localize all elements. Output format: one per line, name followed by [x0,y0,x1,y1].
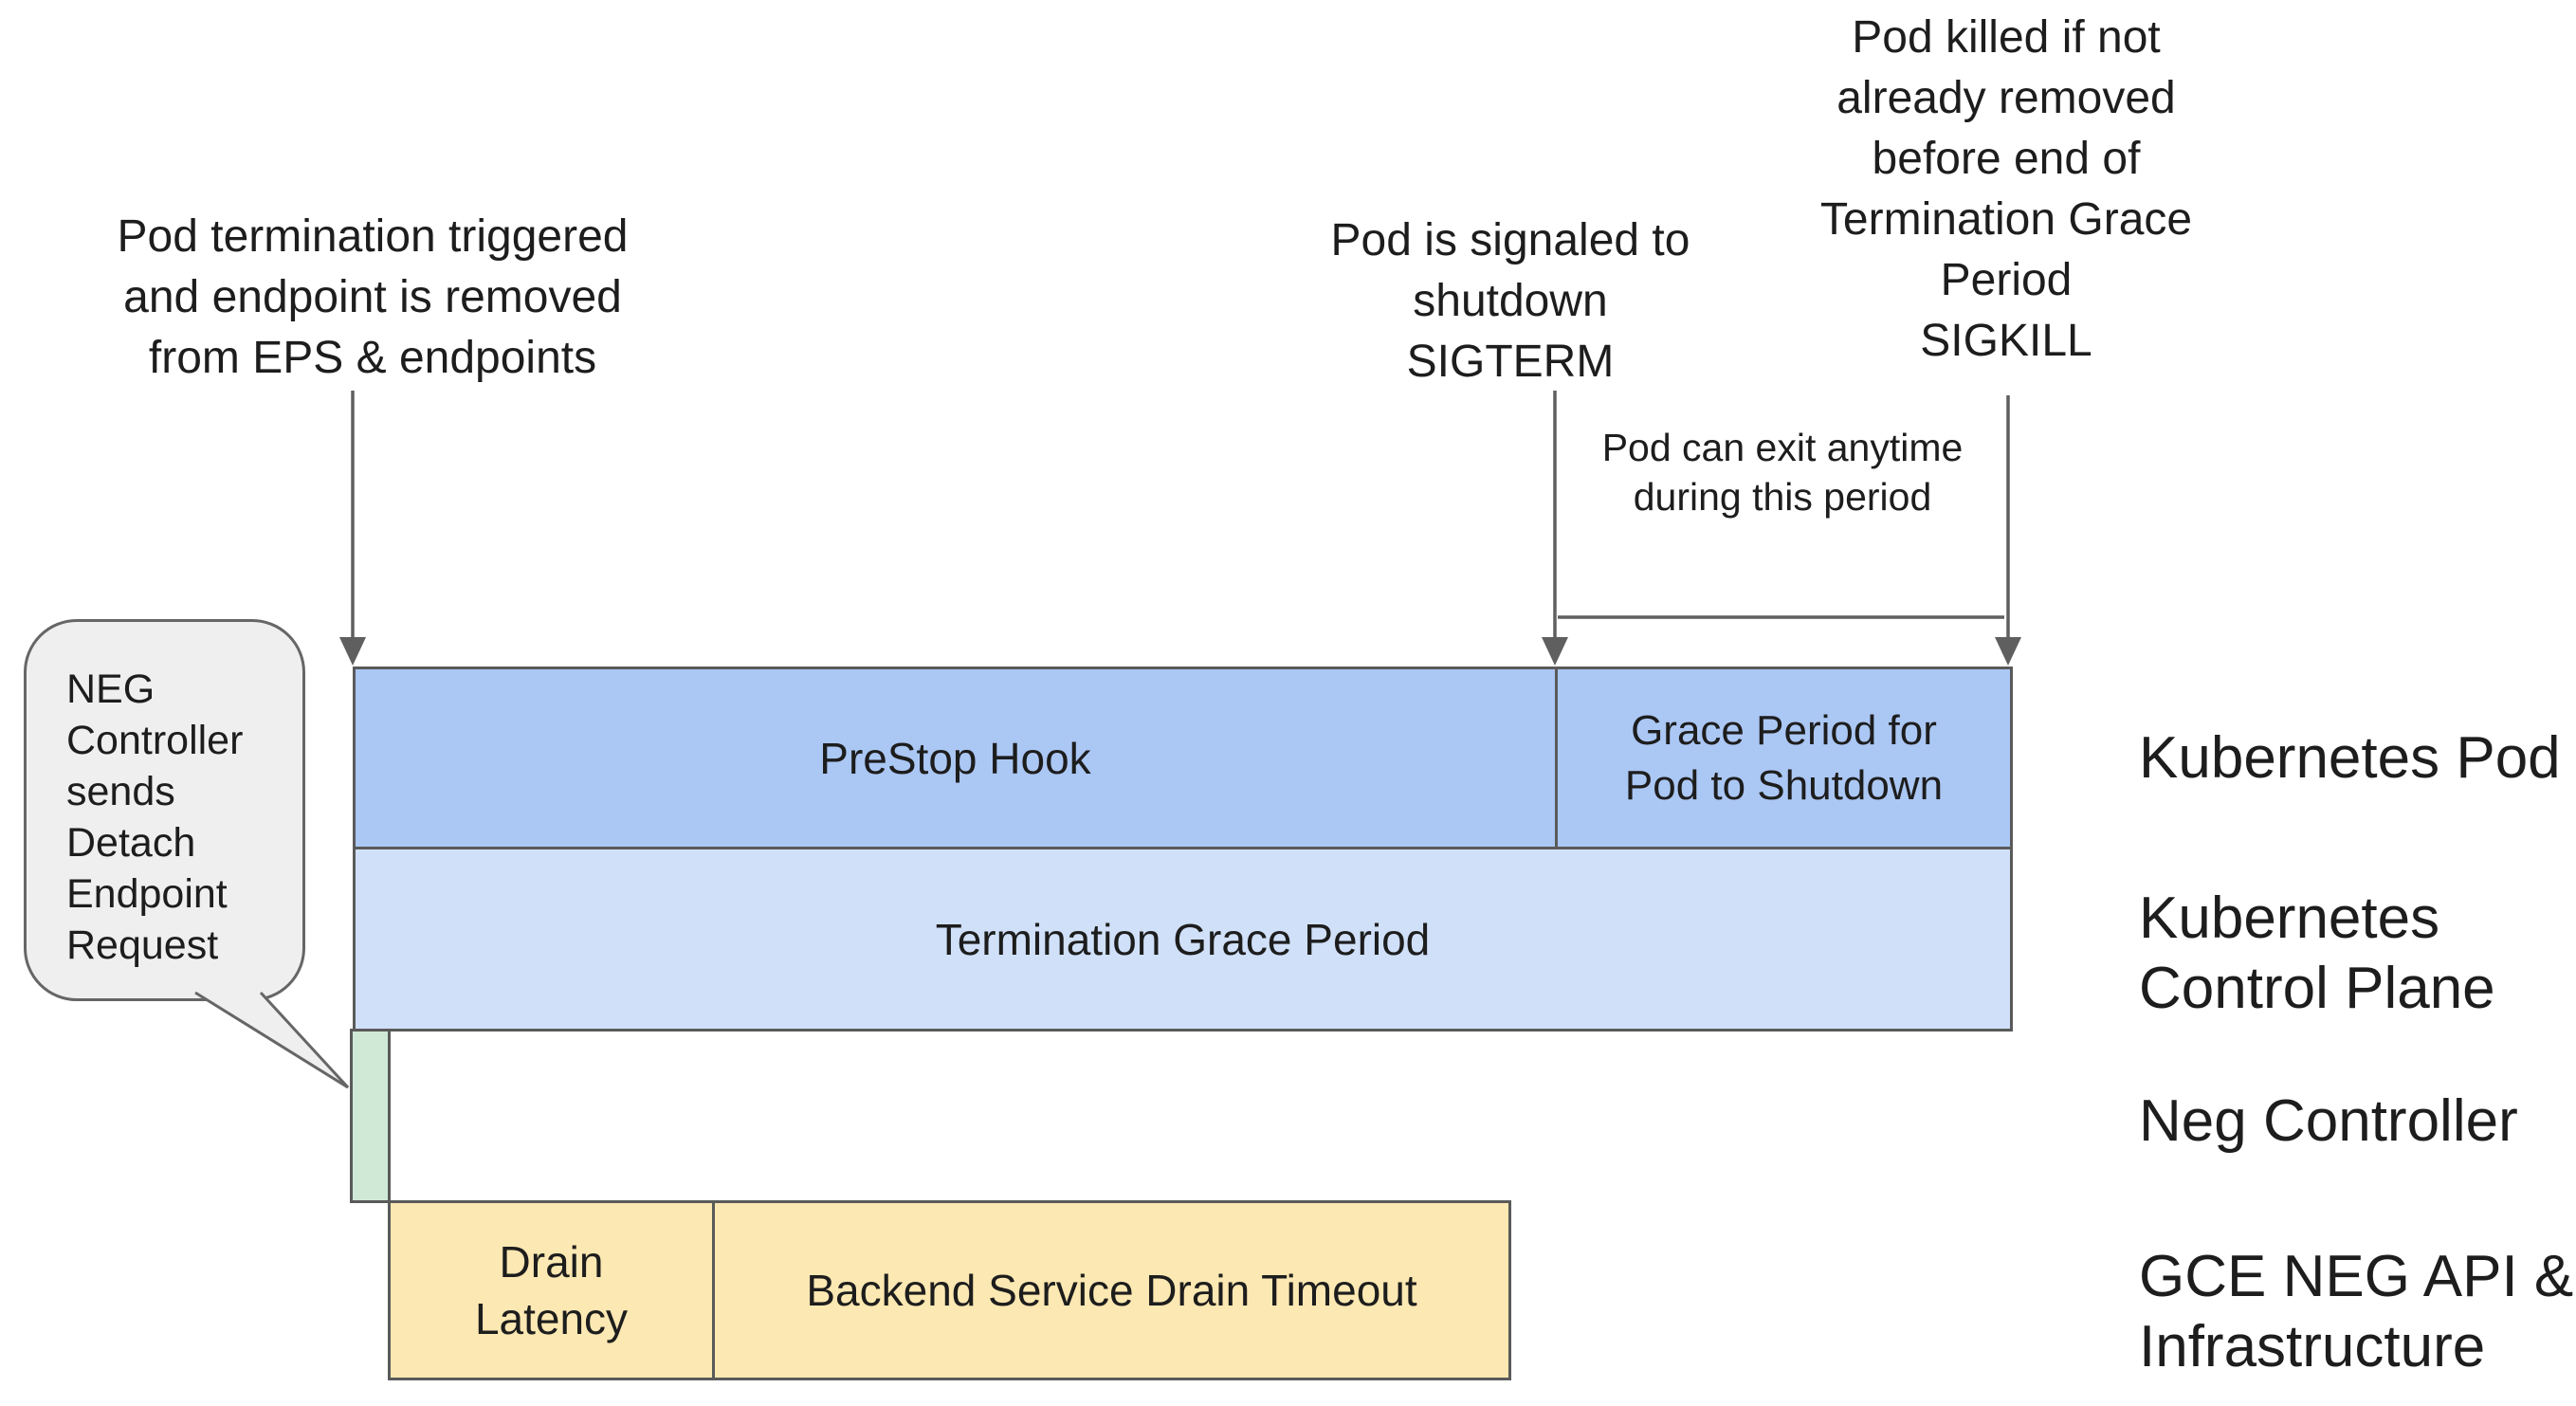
callout-tail [194,991,350,1089]
annotation-pod-can-exit: Pod can exit anytime during this period [1601,426,1964,519]
lane-label-kubernetes-pod: Kubernetes Pod [2139,725,2561,791]
annotation-pod-signaled-sigterm: Pod is signaled to shutdown SIGTERM [1330,215,1690,387]
lane-label-neg-controller: Neg Controller [2139,1088,2518,1154]
lane-label-kubernetes-control-plane: Kubernetes Control Plane [2139,886,2495,1021]
neg-controller-callout-bubble: NEG Controller sends Detach Endpoint Req… [24,619,305,1001]
grace-period-shutdown-bar: Grace Period for Pod to Shutdown [1555,666,2013,849]
annotation-pod-termination-triggered: Pod termination triggered and endpoint i… [117,211,629,383]
backend-service-drain-timeout-bar: Backend Service Drain Timeout [712,1200,1511,1380]
prestop-hook-bar: PreStop Hook [353,666,1558,849]
neg-detach-bar [350,1029,391,1203]
drain-latency-bar: Drain Latency [388,1200,715,1380]
termination-trigger-arrow-icon [339,391,366,666]
lane-label-gce-neg-api: GCE NEG API & Infrastructure [2139,1244,2574,1379]
termination-grace-period-bar: Termination Grace Period [353,847,2013,1032]
annotation-pod-killed-sigkill: Pod killed if not already removed before… [1819,12,2193,366]
